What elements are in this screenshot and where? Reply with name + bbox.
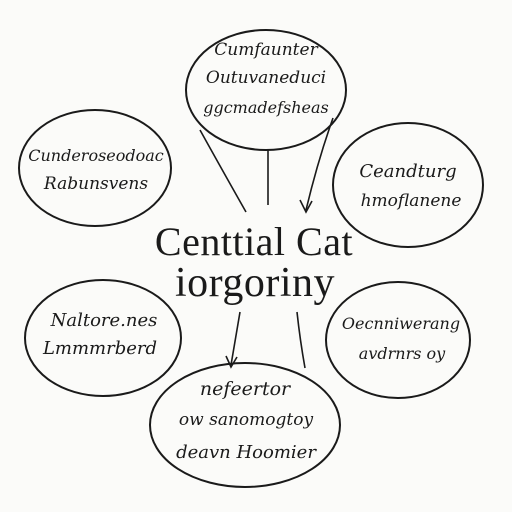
node-right-line1: Ceandturg	[359, 161, 457, 182]
node-bottom-line3: deavn Hoomier	[176, 442, 316, 463]
node-left-bubble	[18, 109, 172, 227]
node-right-line2: hmoflanene	[360, 191, 462, 211]
node-bottom-bubble	[149, 362, 341, 488]
node-bottom-left-line2: Lmmmrberd	[42, 338, 158, 359]
node-top-bubble	[185, 29, 347, 151]
arrowhead-top-right	[299, 199, 313, 214]
node-left-line1: Cunderoseodoac	[28, 146, 164, 165]
node-left-line2: Rabunsvens	[43, 174, 149, 194]
node-top-line1: Cumfaunter	[214, 40, 318, 60]
central-title-line1: Centtial Cat	[154, 219, 354, 264]
node-bottom-right-line1: Oecnniwerang	[341, 314, 461, 333]
node-top-line3: ggcmadefsheas	[203, 98, 329, 117]
central-title-line2: iorgoriny	[174, 260, 336, 306]
connector-top-right-arrow	[305, 117, 334, 211]
node-top-line2: Outuvaneduci	[205, 68, 327, 88]
connector-top-left	[199, 129, 247, 213]
node-bottom-left-line1: Naltore.nes	[50, 310, 158, 331]
arrowhead-bottom-left	[225, 355, 238, 369]
node-bottom-line2: ow sanomogtoy	[178, 410, 314, 430]
connector-bottom-left	[230, 311, 241, 366]
node-bottom-right-bubble	[325, 281, 471, 399]
node-bottom-left-bubble	[24, 279, 182, 397]
connector-bottom-right	[296, 311, 306, 369]
node-right-bubble	[332, 122, 484, 248]
node-bottom-right-line2: avdrnrs oy	[358, 344, 446, 363]
node-bottom-line1: nefeertor	[199, 378, 291, 400]
